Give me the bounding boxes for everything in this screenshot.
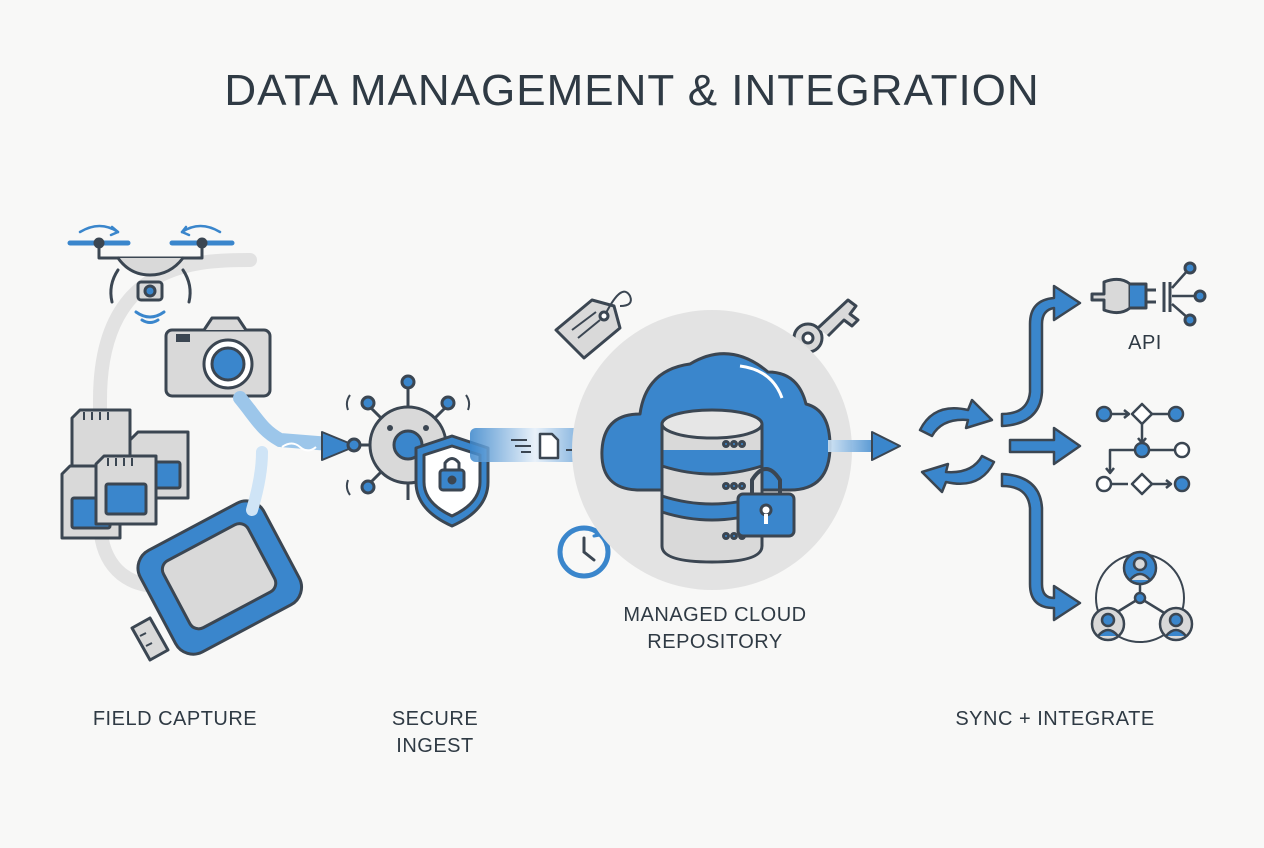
label-secure-ingest-line2: INGEST xyxy=(396,735,474,757)
branch-arrows xyxy=(1000,284,1082,622)
shield-lock-icon xyxy=(414,434,490,528)
database-icon xyxy=(660,408,764,564)
capture-flow xyxy=(233,391,337,451)
arrow-to-ingest xyxy=(321,431,357,461)
external-drive-icon xyxy=(130,499,304,662)
label-sync-integrate: SYNC + INTEGRATE xyxy=(955,708,1155,730)
tag-icon xyxy=(554,290,632,360)
data-beam xyxy=(470,428,600,462)
label-secure-ingest: SECURE INGEST xyxy=(360,706,510,760)
label-repo-line2: REPOSITORY xyxy=(647,631,783,653)
workflow-icon xyxy=(1095,402,1191,496)
sd-cards-icon xyxy=(60,408,190,540)
label-repo-line1: MANAGED CLOUD xyxy=(623,604,807,626)
label-field-capture: FIELD CAPTURE xyxy=(92,708,258,730)
repo-lock-icon xyxy=(736,467,796,538)
drone-icon xyxy=(67,224,235,324)
label-secure-ingest-line1: SECURE xyxy=(391,708,479,730)
label-api: API xyxy=(1128,332,1162,354)
diagram-title: DATA MANAGEMENT & INTEGRATION xyxy=(224,66,1040,115)
label-cloud-repository: MANAGED CLOUD REPOSITORY xyxy=(580,602,850,656)
arrow-to-sync xyxy=(828,440,878,452)
camera-icon xyxy=(164,316,272,398)
api-plug-icon xyxy=(1090,261,1207,327)
sync-icon xyxy=(918,398,996,494)
users-network-icon xyxy=(1090,550,1194,643)
